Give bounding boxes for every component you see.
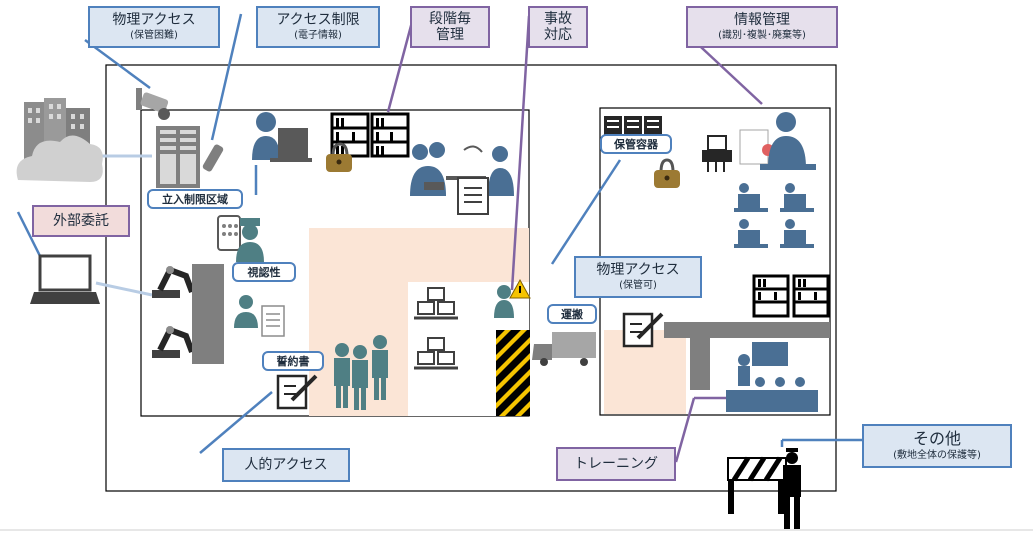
- label-main: 事故 対応: [544, 10, 572, 43]
- label-sub: (識別･複製･廃棄等): [718, 30, 806, 42]
- office-worker-icon: [252, 112, 312, 162]
- label-main: 人的アクセス: [244, 456, 328, 473]
- training-class-icon: [726, 342, 818, 412]
- site-boundary: [105, 64, 837, 492]
- light-connectors: [95, 154, 153, 297]
- label-sub: (保管可): [619, 280, 657, 292]
- label-incident-response: 事故 対応: [528, 6, 588, 48]
- label-info-management: 情報管理 (識別･複製･廃棄等): [686, 6, 838, 48]
- label-physical-access-possible: 物理アクセス (保管可): [574, 256, 702, 298]
- label-main: 情報管理: [734, 12, 790, 29]
- label-main: その他: [912, 429, 961, 449]
- label-main: 段階毎 管理: [429, 10, 471, 43]
- worker-group-icon: [334, 335, 388, 410]
- padlock-icon: [326, 142, 352, 172]
- tag-restricted-area: 立入制限区域: [147, 189, 243, 209]
- document-worker-icon: [234, 295, 285, 337]
- warning-icon: [494, 278, 531, 318]
- cctv-camera-icon: [136, 88, 170, 120]
- server-rack-icon: [156, 126, 200, 188]
- label-access-restriction: アクセス制限 (電子情報): [256, 6, 380, 48]
- pen-paper-icon: [276, 374, 318, 410]
- desk-workers-icon: [734, 183, 814, 248]
- tablet-icon: [217, 215, 241, 251]
- tag-pledge: 誓約書: [262, 351, 324, 371]
- barrier-guard-icon: [727, 448, 801, 529]
- shredder-icon: [702, 112, 816, 172]
- bookshelf-icon-2: [370, 112, 410, 158]
- label-main: アクセス制限: [276, 12, 360, 29]
- padlock-icon-2: [654, 158, 680, 188]
- buildings-cloud-icon: [16, 98, 103, 182]
- label-sub: (電子情報): [294, 30, 342, 42]
- bookshelf-icon: [330, 112, 370, 158]
- guard-icon: [236, 218, 264, 262]
- tag-storage-container: 保管容器: [600, 134, 672, 154]
- machine-wall: [192, 264, 224, 364]
- pen-paper-icon-2: [622, 312, 664, 348]
- truck-icon: [532, 332, 596, 366]
- robot-arm-icon: [152, 266, 195, 358]
- label-stage-management: 段階毎 管理: [410, 6, 490, 48]
- tag-visibility: 視認性: [232, 262, 296, 282]
- tag-transport: 運搬: [547, 304, 597, 324]
- label-main: トレーニング: [574, 455, 658, 472]
- label-other: その他 (敷地全体の保護等): [862, 424, 1012, 468]
- blue-connectors: [16, 13, 862, 454]
- pallet-boxes-icon: [414, 287, 458, 370]
- label-outsourcing: 外部委託: [32, 205, 130, 237]
- label-sub: (敷地全体の保護等): [893, 450, 981, 462]
- label-main: 外部委託: [53, 212, 109, 229]
- document-icon: [457, 177, 489, 215]
- label-main: 物理アクセス: [112, 12, 196, 29]
- label-main: 物理アクセス: [596, 262, 680, 279]
- label-human-access: 人的アクセス: [222, 448, 350, 482]
- bookshelf-icon-3: [752, 274, 830, 318]
- label-sub: (保管困難): [130, 30, 178, 42]
- hazard-stripes: [496, 330, 530, 416]
- laptop-icon: [30, 254, 100, 304]
- card-reader-icon: [202, 144, 224, 172]
- counter-structure: [664, 322, 830, 390]
- label-physical-access-hard: 物理アクセス (保管困難): [88, 6, 220, 48]
- label-training: トレーニング: [556, 447, 676, 481]
